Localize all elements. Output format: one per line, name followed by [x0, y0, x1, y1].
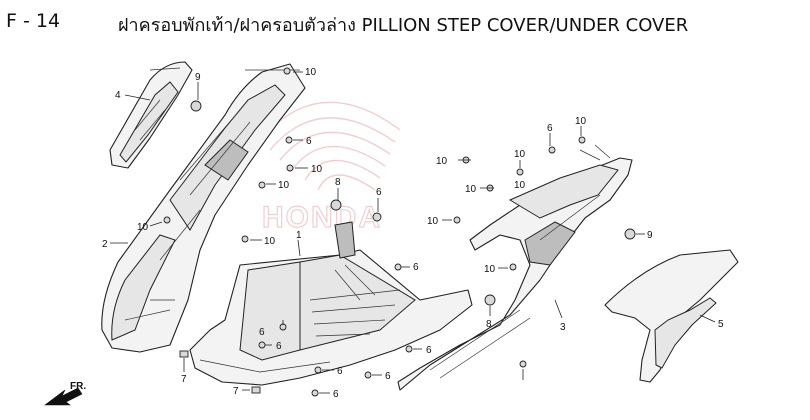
callout-8: 8 — [335, 177, 341, 188]
bolt-icon — [519, 360, 527, 368]
callout-10: 10 — [427, 216, 439, 227]
part-5-panel — [604, 249, 739, 383]
leader-lines — [110, 71, 716, 394]
bolt-icon — [405, 345, 413, 353]
part-1-under-cover — [189, 221, 473, 386]
clip-icon — [179, 350, 189, 358]
callout-10: 10 — [436, 156, 448, 167]
fr-direction-arrow: FR. — [44, 381, 86, 406]
honda-watermark-text: HONDA — [262, 201, 382, 234]
callout-4: 4 — [115, 90, 121, 101]
bolt-icon — [578, 136, 586, 144]
callout-7: 7 — [181, 374, 187, 385]
bolt-icon — [516, 168, 524, 176]
clip-icon — [251, 386, 261, 394]
callout-6: 6 — [547, 123, 553, 134]
bolt-icon — [453, 216, 461, 224]
callout-6: 6 — [259, 327, 265, 338]
callout-6: 6 — [385, 371, 391, 382]
part-2-left-side-cover — [101, 63, 306, 353]
bolt-icon — [314, 366, 322, 374]
bolt-icon — [283, 67, 291, 75]
bolt-icon — [163, 216, 171, 224]
callout-6: 6 — [333, 389, 339, 400]
bolt-icon — [258, 341, 266, 349]
honda-wing-watermark: HONDA — [259, 101, 401, 235]
callout-9: 9 — [195, 72, 201, 83]
callout-9: 9 — [647, 230, 653, 241]
bolt-icon — [548, 146, 556, 154]
bolt-icon — [372, 212, 382, 222]
bolt-icon — [190, 100, 202, 112]
bolt-icon — [241, 235, 249, 243]
callout-10: 10 — [305, 67, 317, 78]
callout-3: 3 — [560, 322, 566, 333]
callout-10: 10 — [465, 184, 477, 195]
callout-labels: 1 2 3 4 5 6 6 6 6 6 6 6 6 6 6 7 7 8 8 9 … — [102, 67, 724, 400]
callout-1: 1 — [296, 230, 302, 241]
callout-2: 2 — [102, 239, 108, 250]
bolt-icon — [509, 263, 517, 271]
callout-6: 6 — [337, 366, 343, 377]
bolt-icon — [484, 294, 496, 306]
callout-10: 10 — [514, 180, 526, 191]
bolt-icon — [394, 263, 402, 271]
bolt-icon — [286, 164, 294, 172]
bolt-icon — [624, 228, 636, 240]
fr-label: FR. — [70, 381, 86, 392]
fasteners — [163, 67, 636, 397]
callout-8: 8 — [486, 319, 492, 330]
callout-10: 10 — [137, 222, 149, 233]
callout-6: 6 — [276, 341, 282, 352]
callout-6: 6 — [306, 136, 312, 147]
callout-10: 10 — [311, 164, 323, 175]
callout-10: 10 — [514, 149, 526, 160]
callout-6: 6 — [376, 187, 382, 198]
callout-10: 10 — [484, 264, 496, 275]
callout-6: 6 — [413, 262, 419, 273]
callout-7: 7 — [233, 386, 239, 397]
bolt-icon — [330, 199, 342, 211]
page-title: ฝาครอบพักเท้า/ฝาครอบตัวล่าง PILLION STEP… — [118, 15, 689, 36]
bolt-icon — [311, 389, 319, 397]
callout-10: 10 — [278, 180, 290, 191]
callout-5: 5 — [718, 319, 724, 330]
callout-10: 10 — [575, 116, 587, 127]
callout-10: 10 — [264, 236, 276, 247]
page-code: F - 14 — [6, 10, 61, 32]
bolt-icon — [258, 181, 266, 189]
bolt-icon — [364, 371, 372, 379]
bolt-icon — [285, 136, 293, 144]
callout-6: 6 — [426, 345, 432, 356]
part-4-pillion-step-cover — [109, 61, 193, 169]
part-3-right-side-cover — [397, 144, 633, 391]
